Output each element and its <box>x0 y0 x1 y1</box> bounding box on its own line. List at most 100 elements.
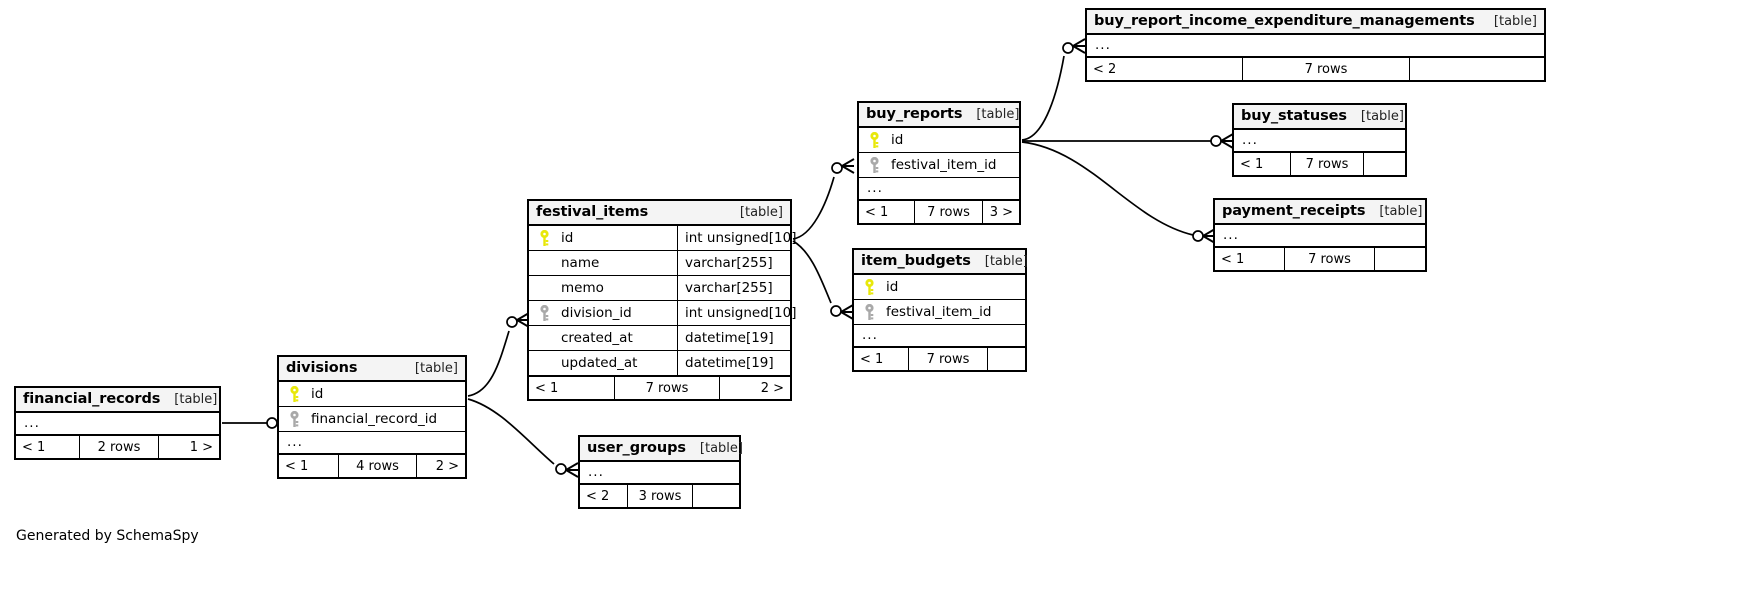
column-name-text: id <box>561 230 574 246</box>
footer-children-count[interactable] <box>1364 153 1405 175</box>
footer-children-count[interactable] <box>693 485 739 507</box>
column-name-cell: festival_item_id <box>854 300 1025 324</box>
table-title: festival_items <box>536 204 649 220</box>
footer-row-count: 7 rows <box>1284 248 1375 270</box>
footer-parents-count[interactable]: < 1 <box>1240 156 1264 172</box>
diagram-caption: Generated by SchemaSpy <box>16 528 199 544</box>
footer-parents-count[interactable]: < 2 <box>586 488 610 504</box>
footer-children-count[interactable] <box>1375 248 1425 270</box>
foreign-key-icon <box>537 304 552 322</box>
more-columns-indicator[interactable]: ... <box>859 178 1019 200</box>
table-header: buy_reports[table] <box>859 103 1019 128</box>
column-name-cell: financial_record_id <box>279 407 465 431</box>
ellipsis-text: ... <box>867 179 883 196</box>
column-name-cell: name <box>529 251 677 275</box>
table-type-tag: [table] <box>414 360 458 376</box>
primary-key-icon <box>287 385 302 403</box>
footer-parents-count[interactable]: < 1 <box>535 380 559 396</box>
column-type-text: datetime[19] <box>685 355 774 371</box>
footer-children-count[interactable]: 2 > <box>435 458 459 474</box>
table-node-buy_reports[interactable]: buy_reports[table]id festival_item_id... <… <box>857 101 1021 225</box>
column-row[interactable]: financial_record_id <box>279 407 465 432</box>
footer-parents-count[interactable]: < 1 <box>1221 251 1245 267</box>
column-type-cell: varchar[255] <box>677 251 779 275</box>
table-node-buy_report_income_expenditure_managements[interactable]: buy_report_income_expenditure_management… <box>1085 8 1546 82</box>
column-row[interactable]: festival_item_id <box>859 153 1019 178</box>
column-type-text: int unsigned[10] <box>685 230 797 246</box>
more-columns-indicator[interactable]: ... <box>580 462 739 484</box>
column-row[interactable]: festival_item_id <box>854 300 1025 325</box>
table-node-payment_receipts[interactable]: payment_receipts [table]... < 1 7 rows <box>1213 198 1427 272</box>
table-header: payment_receipts [table] <box>1215 200 1425 225</box>
footer-parents-count[interactable]: < 1 <box>865 204 889 220</box>
column-name-text: financial_record_id <box>311 411 438 427</box>
column-name-text: division_id <box>561 305 632 321</box>
primary-key-icon <box>537 229 552 247</box>
column-row[interactable]: memo varchar[255] <box>529 276 790 301</box>
column-row[interactable]: id <box>279 382 465 407</box>
table-title: financial_records <box>23 391 161 407</box>
primary-key-icon <box>862 278 877 296</box>
table-footer: < 1 7 rows <box>1215 247 1425 270</box>
footer-children-count[interactable]: 1 > <box>189 439 213 455</box>
footer-parents-count[interactable]: < 2 <box>1093 61 1117 77</box>
rel-buy-reports-income-expenditure <box>1021 38 1086 141</box>
table-title: item_budgets <box>861 253 971 269</box>
rel-divisions-user-groups <box>467 398 579 478</box>
column-name-cell: memo <box>529 276 677 300</box>
table-title: buy_report_income_expenditure_management… <box>1094 13 1475 29</box>
column-name-cell: created_at <box>529 326 677 350</box>
footer-parents-count[interactable]: < 1 <box>285 458 309 474</box>
column-name-cell: id <box>279 382 465 406</box>
table-type-tag: [table] <box>1379 203 1423 219</box>
column-row[interactable]: updated_at datetime[19] <box>529 351 790 376</box>
more-columns-indicator[interactable]: ... <box>1215 225 1425 247</box>
table-title: payment_receipts <box>1222 203 1366 219</box>
footer-children-count[interactable]: 2 > <box>760 380 784 396</box>
footer-row-count: 2 rows <box>79 436 159 458</box>
primary-key-icon <box>867 131 882 149</box>
more-columns-indicator[interactable]: ... <box>279 432 465 454</box>
footer-row-count: 7 rows <box>1242 58 1410 80</box>
table-type-tag: [table] <box>739 204 783 220</box>
more-columns-indicator[interactable]: ... <box>1234 130 1405 152</box>
table-type-tag: [table] <box>699 440 743 456</box>
column-name-text: id <box>891 132 904 148</box>
rel-buy-reports-buy-statuses <box>1022 133 1234 149</box>
column-type-text: int unsigned[10] <box>685 305 797 321</box>
more-columns-indicator[interactable]: ... <box>16 413 219 435</box>
table-node-festival_items[interactable]: festival_items [table] id int unsigned[10] n… <box>527 199 797 401</box>
more-columns-indicator[interactable]: ... <box>854 325 1025 347</box>
footer-children-count[interactable] <box>1410 58 1544 80</box>
column-name-text: festival_item_id <box>891 157 997 173</box>
ellipsis-text: ... <box>588 463 604 480</box>
more-columns-indicator[interactable]: ... <box>1087 35 1544 57</box>
footer-parents-count[interactable]: < 1 <box>860 351 884 367</box>
ellipsis-text: ... <box>287 433 303 450</box>
footer-children-count[interactable]: 3 > <box>989 204 1013 220</box>
column-name-cell: id <box>529 226 677 250</box>
column-name-text: festival_item_id <box>886 304 992 320</box>
footer-row-count: 7 rows <box>614 377 720 399</box>
column-row[interactable]: id <box>859 128 1019 153</box>
table-type-tag: [table] <box>1493 13 1537 29</box>
column-type-cell: datetime[19] <box>677 351 780 375</box>
column-name-cell: updated_at <box>529 351 677 375</box>
column-row[interactable]: id <box>854 275 1025 300</box>
column-type-text: varchar[255] <box>685 280 773 296</box>
column-row[interactable]: id int unsigned[10] <box>529 226 797 251</box>
ellipsis-text: ... <box>24 414 40 431</box>
footer-children-count[interactable] <box>988 348 1025 370</box>
column-row[interactable]: division_id int unsigned[10] <box>529 301 797 326</box>
column-name-text: memo <box>561 280 604 296</box>
footer-parents-count[interactable]: < 1 <box>22 439 46 455</box>
